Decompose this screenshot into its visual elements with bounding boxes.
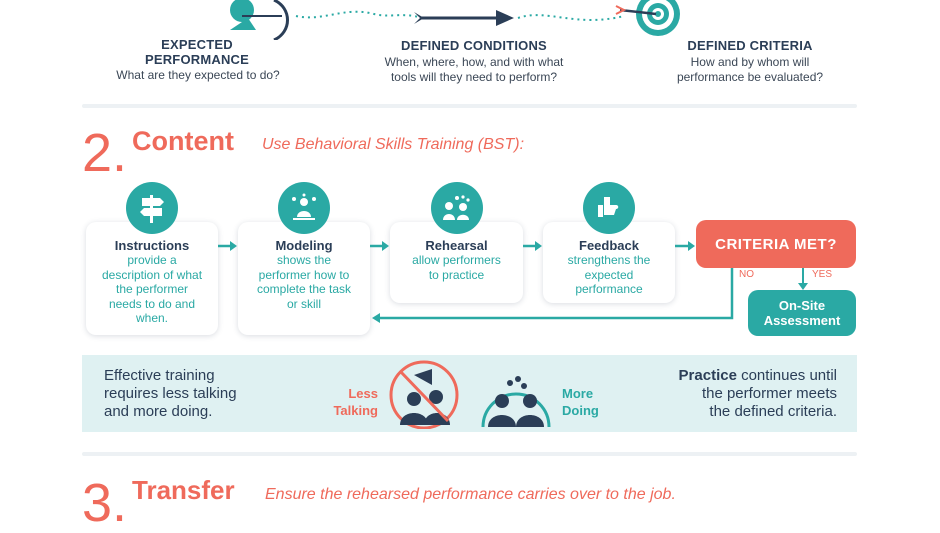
more-doing-label: More Doing: [562, 386, 599, 418]
content-section-subtitle: Use Behavioral Skills Training (BST):: [262, 136, 525, 153]
onsite-assessment-box: On-Site Assessment: [748, 290, 856, 336]
dotted-path-1: [295, 10, 423, 19]
objective-subtitle-criteria: How and by whom will performance be eval…: [676, 55, 824, 84]
transfer-section-subtitle: Ensure the rehearsed performance carries…: [265, 486, 676, 503]
step-title: Modeling: [275, 238, 333, 253]
step-title: Instructions: [114, 238, 190, 253]
step-title: Rehearsal: [425, 238, 488, 253]
transfer-section-title: Transfer: [132, 475, 235, 505]
step-body: strengthens the expected performance: [567, 253, 651, 296]
step-card-feedback: Feedback strengthens the expected perfor…: [543, 222, 675, 303]
dotted-path-2: [517, 14, 625, 21]
transfer-section-number: 3.: [82, 473, 128, 533]
practice-banner: Effective training requires less talking…: [82, 355, 857, 432]
thumbs-icon: [583, 182, 635, 234]
group-doing-icon: [481, 376, 551, 428]
objective-subtitle-conditions: When, where, how, and with what tools wi…: [384, 55, 564, 84]
objective-subtitle-expected: What are they expected to do?: [116, 68, 280, 82]
target-icon: [615, 0, 680, 36]
archer-icon: [230, 0, 289, 40]
objective-title-criteria: DEFINED CRITERIA: [687, 38, 813, 53]
step-card-modeling: Modeling shows the performer how to comp…: [238, 222, 370, 335]
branch-lines: [372, 268, 808, 323]
branch-no-label: NO: [739, 269, 754, 280]
step-title: Feedback: [579, 238, 639, 253]
flow-arrow-4: [675, 241, 695, 251]
signpost-icon: [126, 182, 178, 234]
banner-left-text: Effective training requires less talking…: [104, 367, 237, 420]
flow-arrow-1: [218, 241, 237, 251]
no-talking-icon: [389, 360, 459, 429]
criteria-met-decision: CRITERIA MET?: [696, 220, 856, 268]
step-card-instructions: Instructions provide a description of wh…: [86, 222, 218, 335]
banner-right-text: Practice continues until the performer m…: [678, 367, 837, 420]
step-body: provide a description of what the perfor…: [101, 253, 203, 325]
less-talking-label: Less Talking: [333, 386, 378, 418]
objective-title-expected: EXPECTED PERFORMANCE: [144, 37, 250, 67]
section-divider-2: [82, 452, 857, 456]
section-divider-1: [82, 104, 857, 108]
content-section-number: 2.: [82, 123, 128, 183]
arrow-icon: [414, 10, 514, 26]
step-card-rehearsal: Rehearsal allow performers to practice: [390, 222, 523, 303]
step-body: shows the performer how to complete the …: [256, 253, 352, 311]
content-section-title: Content: [132, 126, 234, 156]
presenter-icon: [278, 182, 330, 234]
flow-arrow-3: [523, 241, 542, 251]
flow-arrow-2: [370, 241, 389, 251]
objective-title-conditions: DEFINED CONDITIONS: [401, 38, 547, 53]
branch-yes-label: YES: [812, 269, 833, 280]
step-body: allow performers to practice: [412, 253, 501, 282]
group-practice-icon: [431, 182, 483, 234]
